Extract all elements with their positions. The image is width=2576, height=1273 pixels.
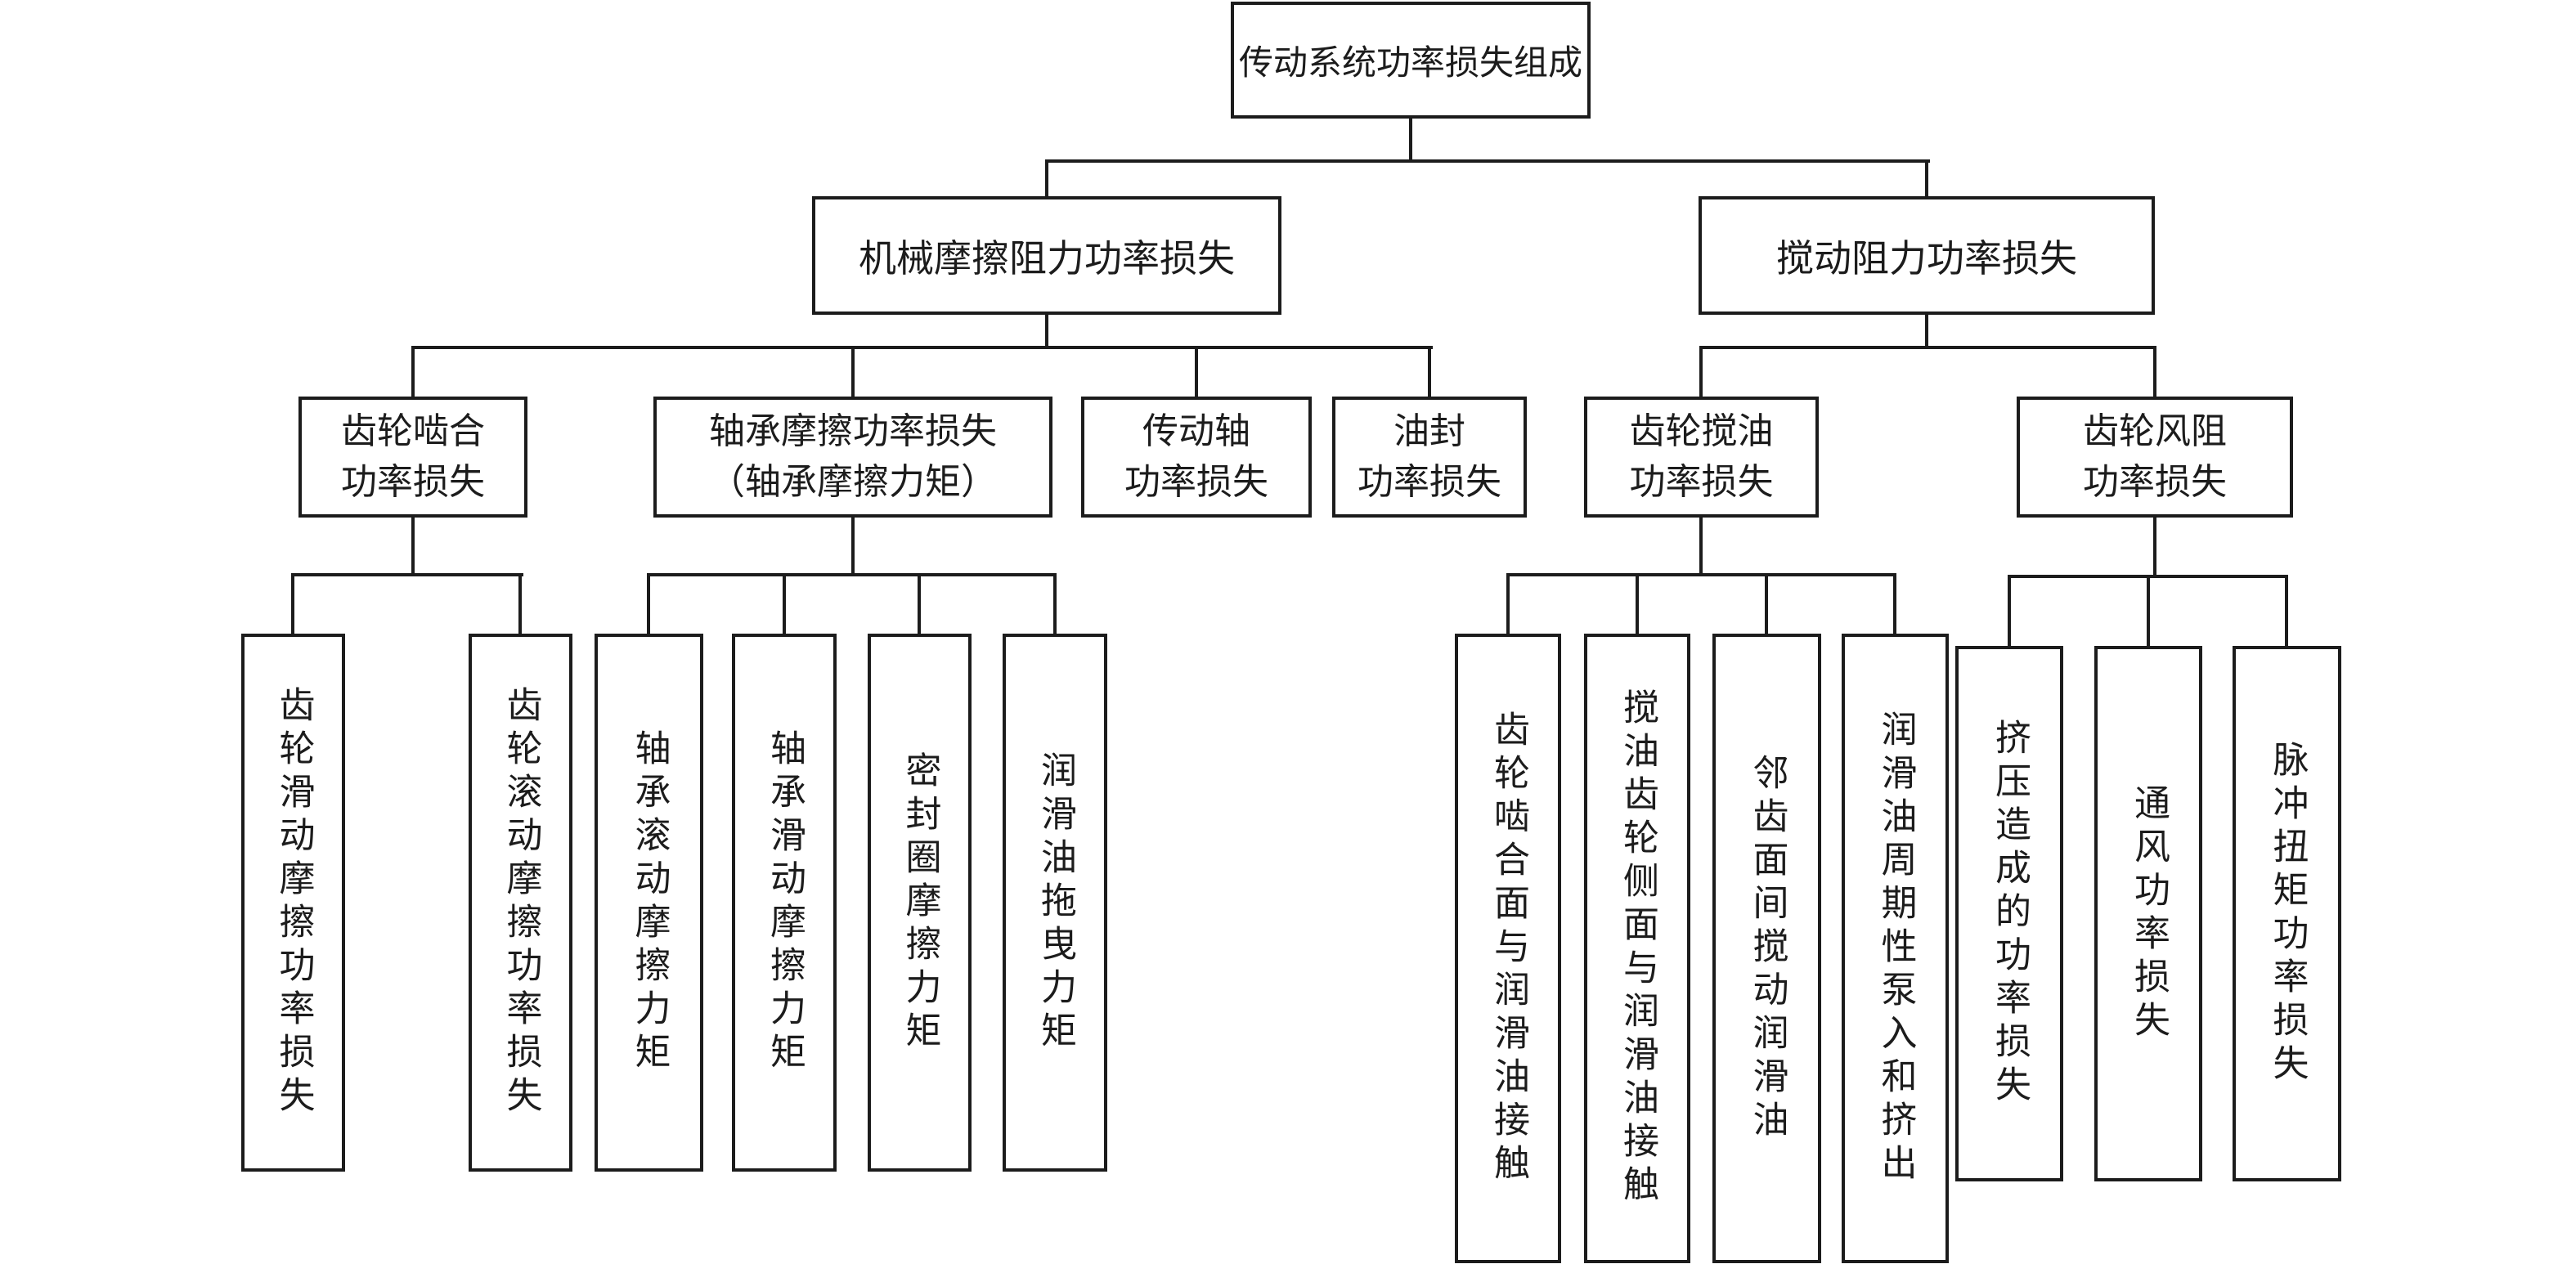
node-label-line: 齿轮啮合 [341, 411, 485, 451]
node-gear-oil-churning-loss: 齿轮搅油 功率损失 [1584, 397, 1819, 518]
leaf-label: 轴承滚动摩擦力矩 [629, 729, 670, 1076]
node-label-line: 功率损失 [341, 462, 485, 502]
connector-line [1699, 346, 2156, 349]
leaf-label: 齿轮啮合面与润滑油接触 [1488, 710, 1528, 1187]
leaf-lubricant-drag-torque: 润滑油拖曳力矩 [1003, 634, 1107, 1172]
leaf-label: 齿轮滑动摩擦功率损失 [273, 686, 314, 1119]
leaf-ventilation-power-loss: 通风功率损失 [2094, 646, 2202, 1181]
leaf-label: 润滑油拖曳力矩 [1035, 751, 1075, 1055]
leaf-periodic-pump-squeeze: 润滑油周期性泵入和挤出 [1842, 634, 1949, 1263]
connector-line [1925, 315, 1928, 349]
node-drive-shaft-loss: 传动轴 功率损失 [1081, 397, 1312, 518]
leaf-pulse-torque-power-loss: 脉冲扭矩功率损失 [2233, 646, 2341, 1181]
leaf-bearing-rolling-torque: 轴承滚动摩擦力矩 [595, 634, 703, 1172]
connector-line [1195, 346, 1198, 397]
connector-line [2285, 575, 2288, 646]
node-label-line: （轴承摩擦力矩） [709, 462, 997, 502]
leaf-label: 轴承滑动摩擦力矩 [765, 729, 805, 1076]
connector-line [411, 346, 415, 397]
connector-line [647, 573, 1057, 576]
connector-line [1409, 119, 1412, 161]
leaf-gear-rolling-friction-loss: 齿轮滚动摩擦功率损失 [469, 634, 572, 1172]
connector-line [1045, 315, 1048, 349]
connector-line [291, 573, 523, 576]
connector-line [851, 518, 855, 575]
leaf-label: 通风功率损失 [2129, 783, 2169, 1044]
connector-line [1636, 573, 1639, 634]
connector-line [518, 573, 522, 634]
connector-line [1699, 518, 1703, 575]
connector-line [647, 573, 650, 634]
node-label-line: 齿轮风阻 [2083, 411, 2227, 451]
leaf-label: 搅油齿轮侧面与润滑油接触 [1618, 688, 1658, 1208]
connector-line [411, 518, 415, 575]
node-label-line: 传动轴 [1142, 411, 1250, 451]
leaf-squeeze-power-loss: 挤压造成的功率损失 [1955, 646, 2063, 1181]
connector-line [2008, 575, 2011, 646]
connector-line [2153, 518, 2156, 578]
node-bearing-friction-loss: 轴承摩擦功率损失 （轴承摩擦力矩） [653, 397, 1052, 518]
node-gear-mesh-loss: 齿轮啮合 功率损失 [298, 397, 527, 518]
leaf-label: 脉冲扭矩功率损失 [2267, 740, 2308, 1087]
leaf-gear-side-lubricant-contact: 搅油齿轮侧面与润滑油接触 [1584, 634, 1690, 1263]
connector-line [411, 346, 1433, 349]
connector-line [1765, 573, 1768, 634]
leaf-label: 润滑油周期性泵入和挤出 [1875, 710, 1916, 1187]
connector-line [1699, 346, 1703, 397]
leaf-label: 邻齿面间搅动润滑油 [1747, 753, 1788, 1144]
node-gear-windage-loss: 齿轮风阻 功率损失 [2017, 397, 2293, 518]
node-churning-resistance-loss: 搅动阻力功率损失 [1699, 196, 2155, 315]
leaf-seal-ring-friction-torque: 密封圈摩擦力矩 [868, 634, 972, 1172]
connector-line [1045, 159, 1930, 163]
node-label-line: 齿轮搅油 [1629, 411, 1774, 451]
connector-line [851, 346, 855, 397]
connector-line [1053, 573, 1057, 634]
leaf-label: 挤压造成的功率损失 [1990, 719, 2030, 1109]
node-label-line: 功率损失 [1124, 462, 1268, 502]
node-mechanical-friction-loss: 机械摩擦阻力功率损失 [812, 196, 1281, 315]
connector-line [1506, 573, 1510, 634]
connector-line [2153, 346, 2156, 397]
node-label-line: 油封 [1393, 411, 1465, 451]
connector-line [1893, 573, 1896, 634]
connector-line [918, 573, 921, 634]
node-total-power-loss: 传动系统功率损失组成 [1231, 2, 1591, 119]
leaf-bearing-sliding-torque: 轴承滑动摩擦力矩 [732, 634, 837, 1172]
connector-line [1506, 573, 1896, 576]
leaf-adjacent-teeth-churning: 邻齿面间搅动润滑油 [1712, 634, 1821, 1263]
connector-line [1428, 346, 1431, 397]
node-label-line: 功率损失 [1629, 462, 1774, 502]
connector-line [2147, 575, 2150, 646]
node-label-line: 功率损失 [1358, 462, 1501, 502]
node-label-line: 功率损失 [2083, 462, 2227, 502]
node-oil-seal-loss: 油封 功率损失 [1332, 397, 1527, 518]
leaf-label: 齿轮滚动摩擦功率损失 [500, 686, 541, 1119]
leaf-gear-sliding-friction-loss: 齿轮滑动摩擦功率损失 [241, 634, 345, 1172]
node-label-line: 轴承摩擦功率损失 [709, 411, 997, 451]
connector-line [783, 573, 786, 634]
leaf-mesh-surface-lubricant-contact: 齿轮啮合面与润滑油接触 [1455, 634, 1561, 1263]
connector-line [1045, 159, 1048, 196]
connector-line [291, 573, 294, 634]
connector-line [1925, 159, 1928, 196]
leaf-label: 密封圈摩擦力矩 [900, 751, 940, 1055]
